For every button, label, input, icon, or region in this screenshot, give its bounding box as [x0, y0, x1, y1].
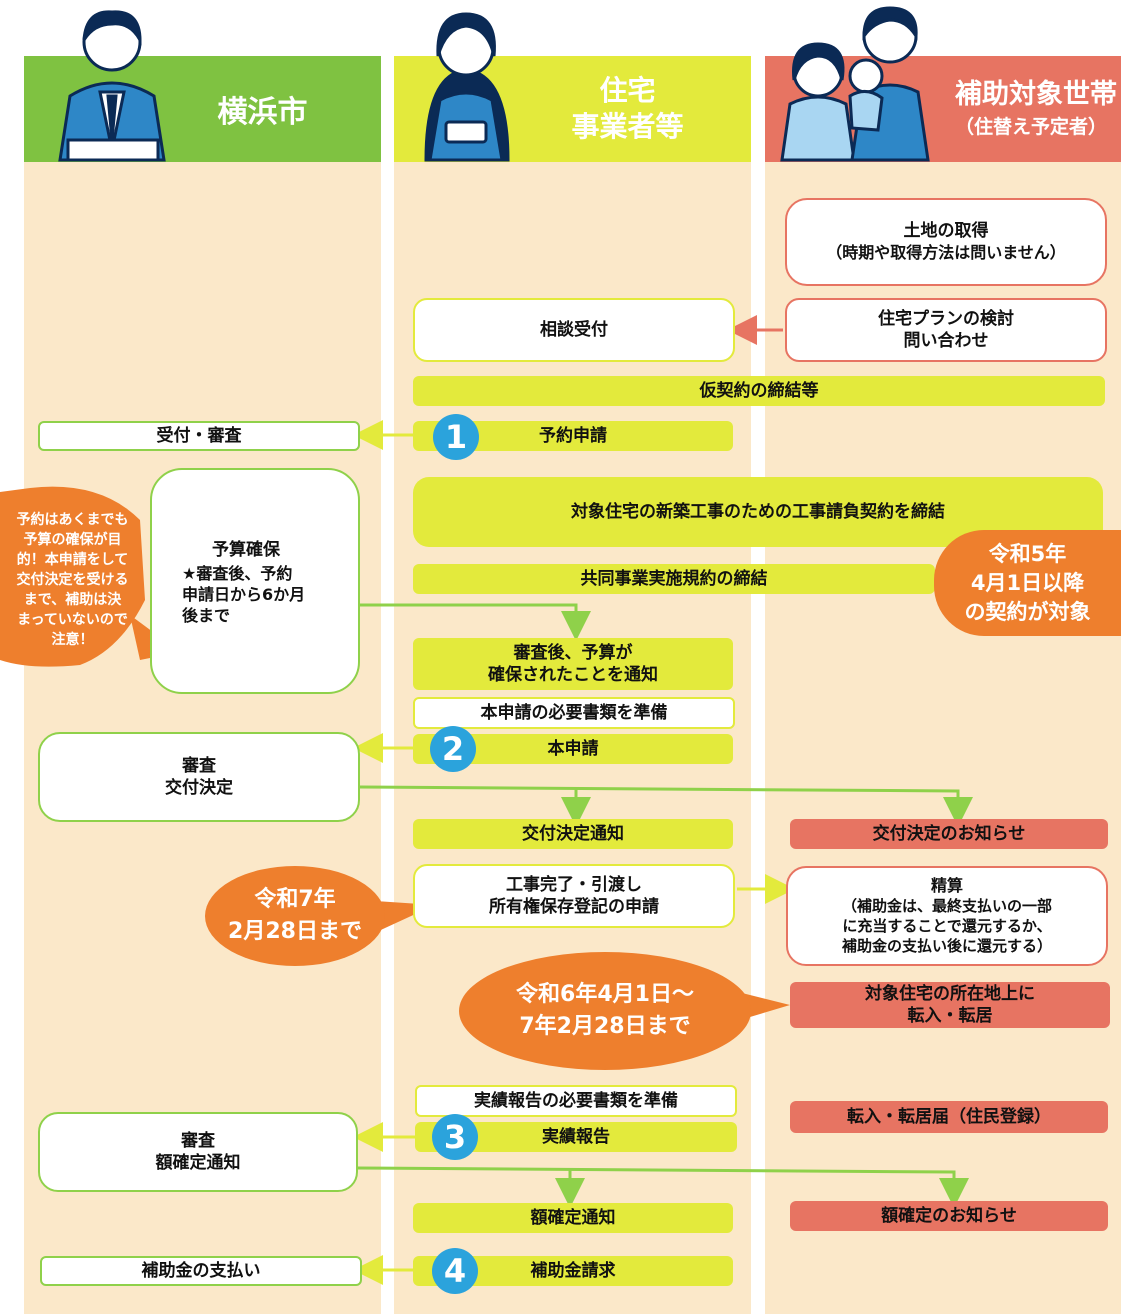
- review-grant-2: 交付決定: [165, 778, 233, 798]
- step-number-1: 1: [433, 414, 479, 460]
- step-1-label: 1: [444, 418, 468, 456]
- deadline-2: 2月28日まで: [228, 919, 362, 944]
- caution-6: まっていないので: [17, 612, 128, 628]
- land-acquisition-box: 土地の取得 （時期や取得方法は問いません）: [785, 198, 1107, 286]
- builder-staff-icon: [424, 12, 510, 162]
- budget-secured-box: 予算確保 ★審査後、予約 申請日から6か月 後まで: [150, 468, 360, 694]
- household-title-1: 補助対象世帯: [955, 79, 1117, 110]
- step-3-label: 3: [443, 1118, 467, 1156]
- settlement-box: 精算 （補助金は、最終支払いの一部 に充当することで還元するか、 補助金の支払い…: [786, 866, 1108, 966]
- joint-agreement-box: 共同事業実施規約の締結: [413, 564, 935, 594]
- plan-line-2: 問い合わせ: [903, 331, 989, 351]
- caution-bubble-shape: [0, 486, 145, 667]
- caution-7: 注意！: [51, 632, 94, 648]
- settlement-title: 精算: [930, 876, 963, 895]
- move-period-1: 令和6年4月1日～: [516, 982, 694, 1007]
- step-number-2: 2: [430, 726, 476, 772]
- step-4-label: 4: [443, 1252, 467, 1290]
- arrow-amount-split: [355, 1166, 969, 1208]
- budget-notice-2: 確保されたことを通知: [488, 665, 658, 685]
- amount-inform-box: 額確定のお知らせ: [790, 1201, 1108, 1231]
- contract-date-callout: 令和5年 4月1日以降 の契約が対象: [934, 530, 1121, 636]
- resident-registration-label: 転入・転居届（住民登録）: [847, 1107, 1051, 1127]
- move-in-2: 転入・転居: [907, 1006, 993, 1026]
- budget-note-2: 申請日から6か月: [182, 585, 306, 604]
- prepare-main-label: 本申請の必要書類を準備: [480, 703, 668, 723]
- caution-1: 予約はあくまでも: [16, 512, 129, 528]
- caution-5: まで、補助は決: [23, 592, 122, 608]
- deadline-callout: 令和7年 2月28日まで: [205, 866, 385, 966]
- review-amount-2: 額確定通知: [155, 1153, 241, 1173]
- caution-3: 的！本申請をして: [16, 552, 129, 568]
- builder-title-2: 事業者等: [571, 110, 684, 143]
- deadline-1: 令和7年: [254, 887, 336, 912]
- city-official-icon: [58, 10, 166, 162]
- review-grant-1: 審査: [182, 756, 216, 776]
- contract-date-3: の契約が対象: [964, 599, 1091, 624]
- builder-title-1: 住宅: [599, 74, 656, 107]
- grant-notice-box: 交付決定通知: [413, 819, 733, 849]
- prepare-report-box: 実績報告の必要書類を準備: [415, 1085, 737, 1117]
- provisional-contract-label: 仮契約の締結等: [699, 381, 819, 401]
- step-number-3: 3: [432, 1114, 478, 1160]
- settlement-note-2: に充当することで還元するか、: [842, 917, 1052, 935]
- step-number-4: 4: [432, 1248, 478, 1294]
- consult-received-box: 相談受付: [413, 298, 735, 362]
- grant-inform-label: 交付決定のお知らせ: [872, 824, 1026, 844]
- budget-note-3: 後まで: [182, 606, 231, 625]
- provisional-contract-bar: 仮契約の締結等: [413, 376, 1105, 406]
- arrow-budget-to-notice: [358, 603, 591, 641]
- header-illustrations: [58, 6, 930, 162]
- budget-note-1: ★審査後、予約: [182, 564, 293, 583]
- completion-1: 工事完了・引渡し: [506, 875, 642, 895]
- payment-label: 補助金の支払い: [141, 1261, 261, 1281]
- amount-notice-box: 額確定通知: [413, 1203, 733, 1233]
- completion-box: 工事完了・引渡し 所有権保存登記の申請: [413, 864, 735, 928]
- consult-received-label: 相談受付: [540, 320, 608, 340]
- step-2-label: 2: [441, 730, 465, 768]
- review-grant-box: 審査 交付決定: [38, 732, 360, 822]
- plan-line-1: 住宅プランの検討: [878, 309, 1014, 329]
- move-in-1: 対象住宅の所在地上に: [865, 984, 1035, 1004]
- housing-plan-box: 住宅プランの検討 問い合わせ: [785, 298, 1107, 362]
- household-title-2: （住替え予定者）: [954, 116, 1107, 138]
- land-note: （時期や取得方法は問いません）: [826, 243, 1066, 262]
- main-application-label: 本申請: [547, 739, 599, 759]
- payment-box: 補助金の支払い: [40, 1256, 362, 1286]
- joint-agreement-label: 共同事業実施規約の締結: [580, 569, 768, 589]
- amount-notice-label: 額確定通知: [530, 1208, 616, 1228]
- report-label: 実績報告: [542, 1127, 610, 1147]
- move-period-2: 7年2月28日まで: [519, 1014, 691, 1039]
- reception-review-box: 受付・審査: [38, 421, 360, 451]
- budget-notice-1: 審査後、予算が: [513, 643, 633, 663]
- budget-title: 予算確保: [212, 540, 280, 560]
- prepare-report-label: 実績報告の必要書類を準備: [474, 1091, 678, 1111]
- review-amount-box: 審査 額確定通知: [38, 1112, 358, 1192]
- claim-label: 補助金請求: [530, 1261, 616, 1281]
- move-in-box: 対象住宅の所在地上に 転入・転居: [790, 982, 1110, 1028]
- caution-4: 交付決定を受ける: [16, 572, 129, 588]
- completion-2: 所有権保存登記の申請: [489, 897, 659, 917]
- caution-2: 予算の確保が目: [23, 532, 122, 548]
- resident-registration-box: 転入・転居届（住民登録）: [790, 1101, 1108, 1133]
- land-title: 土地の取得: [903, 221, 989, 241]
- contract-date-2: 4月1日以降: [970, 570, 1085, 595]
- arrow-grant-split: [359, 785, 973, 827]
- settlement-note-1: （補助金は、最終支払いの一部: [841, 897, 1052, 915]
- caution-callout: 予約はあくまでも 予算の確保が目 的！本申請をして 交付決定を受ける まで、補助…: [0, 500, 145, 660]
- reservation-application-label: 予約申請: [539, 426, 607, 446]
- construction-contract-label: 対象住宅の新築工事のための工事請負契約を締結: [571, 502, 945, 522]
- budget-notice-box: 審査後、予算が 確保されたことを通知: [413, 638, 733, 690]
- family-icon: [780, 6, 930, 162]
- grant-notice-label: 交付決定通知: [522, 824, 624, 844]
- review-amount-1: 審査: [181, 1131, 215, 1151]
- prepare-main-box: 本申請の必要書類を準備: [413, 697, 735, 729]
- settlement-note-3: 補助金の支払い後に還元する）: [841, 937, 1052, 955]
- reception-review-label: 受付・審査: [156, 426, 242, 446]
- grant-inform-box: 交付決定のお知らせ: [790, 819, 1108, 849]
- amount-inform-label: 額確定のお知らせ: [881, 1206, 1017, 1226]
- move-period-callout: 令和6年4月1日～ 7年2月28日まで: [459, 952, 751, 1070]
- contract-date-1: 令和5年: [988, 541, 1067, 566]
- city-title: 横浜市: [217, 95, 308, 130]
